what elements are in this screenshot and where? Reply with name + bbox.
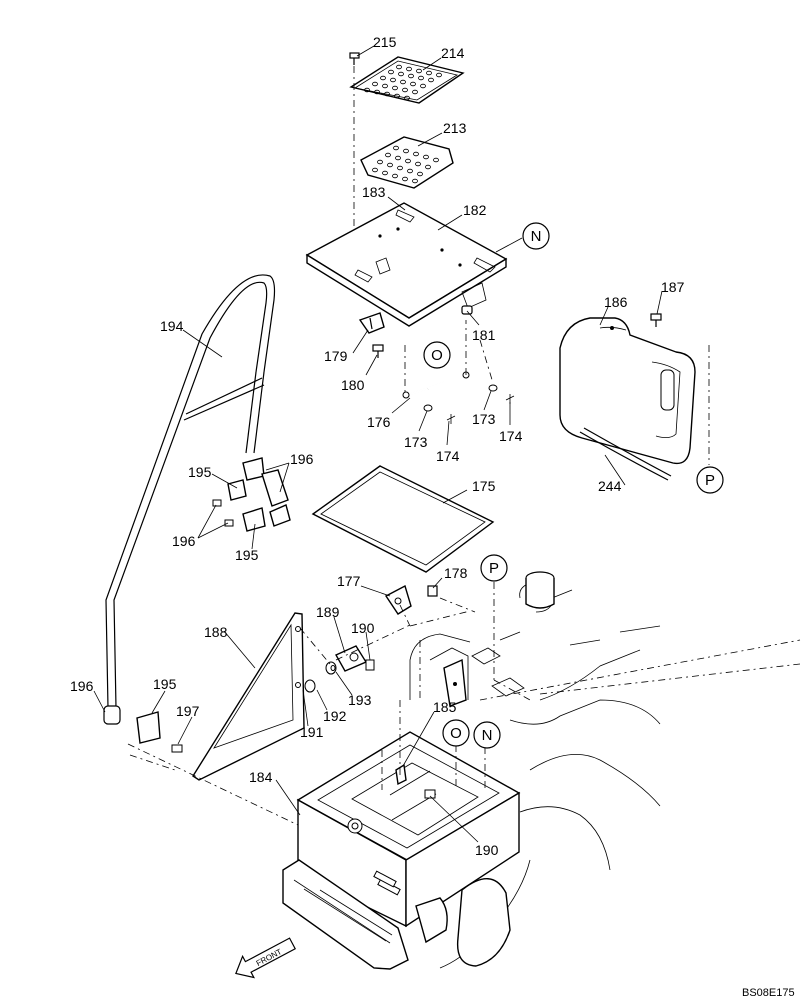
svg-text:O: O <box>450 725 462 742</box>
box-184 <box>296 731 521 928</box>
side-cover-186 <box>559 317 696 465</box>
label-175: 175 <box>472 478 496 494</box>
label-177: 177 <box>337 573 361 589</box>
label-176: 176 <box>367 414 391 430</box>
label-190-a: 190 <box>351 620 375 636</box>
label-180: 180 <box>341 377 365 393</box>
bolt-181 <box>461 305 473 315</box>
label-185: 185 <box>433 699 457 715</box>
label-192: 192 <box>323 708 347 724</box>
marker-P-mid: P <box>480 554 508 582</box>
label-190-b: 190 <box>475 842 499 858</box>
clamp-195-bottom <box>136 711 183 753</box>
label-215: 215 <box>373 34 397 50</box>
label-179: 179 <box>324 348 348 364</box>
label-193: 193 <box>348 692 372 708</box>
label-214: 214 <box>441 45 465 61</box>
clip-173-b <box>488 384 498 392</box>
handrail-194 <box>103 274 276 725</box>
label-183: 183 <box>362 184 386 200</box>
label-174-b: 174 <box>499 428 523 444</box>
base-step <box>282 859 409 970</box>
label-195-c: 195 <box>153 676 177 692</box>
latch-189 <box>335 645 375 672</box>
clip-173-a <box>423 404 433 412</box>
seal-175 <box>311 465 495 573</box>
bolt-178 <box>427 585 438 597</box>
label-187: 187 <box>661 279 685 295</box>
marker-N-top: N <box>522 222 550 250</box>
marker-O-mid: O <box>423 341 451 369</box>
label-196-a: 196 <box>290 451 314 467</box>
label-196-c: 196 <box>70 678 94 694</box>
marker-P-right: P <box>696 466 724 494</box>
guide-lines <box>127 320 801 826</box>
label-213: 213 <box>443 120 467 136</box>
drawing-code: BS08E175 <box>742 987 795 999</box>
front-arrow: FRONT <box>235 937 296 979</box>
hinge-177 <box>384 584 412 615</box>
label-181: 181 <box>472 327 496 343</box>
label-186: 186 <box>604 294 628 310</box>
pin-174-a <box>446 414 456 424</box>
label-244: 244 <box>598 478 622 494</box>
marker-O-low: O <box>442 719 470 747</box>
washers-191-192-193 <box>304 661 337 693</box>
leader-lines <box>93 45 663 843</box>
svg-text:N: N <box>531 228 542 245</box>
machine-frame <box>409 571 661 969</box>
label-189: 189 <box>316 604 340 620</box>
label-195-a: 195 <box>188 464 212 480</box>
svg-text:O: O <box>431 347 443 364</box>
svg-text:P: P <box>705 472 715 489</box>
label-174-a: 174 <box>436 448 460 464</box>
side-panel-188 <box>192 612 305 781</box>
label-178: 178 <box>444 565 468 581</box>
plate-214 <box>349 56 465 104</box>
label-184: 184 <box>249 769 273 785</box>
label-191: 191 <box>300 724 324 740</box>
label-197: 197 <box>176 703 200 719</box>
label-173-a: 173 <box>404 434 428 450</box>
cover-182 <box>305 202 508 327</box>
screw-215 <box>349 52 360 65</box>
marker-N-low: N <box>473 721 501 749</box>
plate-213 <box>360 136 454 189</box>
label-173-b: 173 <box>472 411 496 427</box>
label-196-b: 196 <box>172 533 196 549</box>
label-195-b: 195 <box>235 547 259 563</box>
rod-244 <box>579 427 672 481</box>
svg-text:P: P <box>489 560 499 577</box>
svg-text:N: N <box>482 727 493 744</box>
bolt-187 <box>650 313 662 327</box>
label-182: 182 <box>463 202 487 218</box>
label-188: 188 <box>204 624 228 640</box>
label-194: 194 <box>160 318 184 334</box>
part-labels: 215 214 213 183 182 181 179 180 176 173 … <box>70 34 795 999</box>
gas-strut-176 <box>402 365 489 399</box>
bracket-179 <box>358 312 385 334</box>
clamp-cluster-195-196 <box>212 457 291 532</box>
bolt-180 <box>372 344 384 358</box>
